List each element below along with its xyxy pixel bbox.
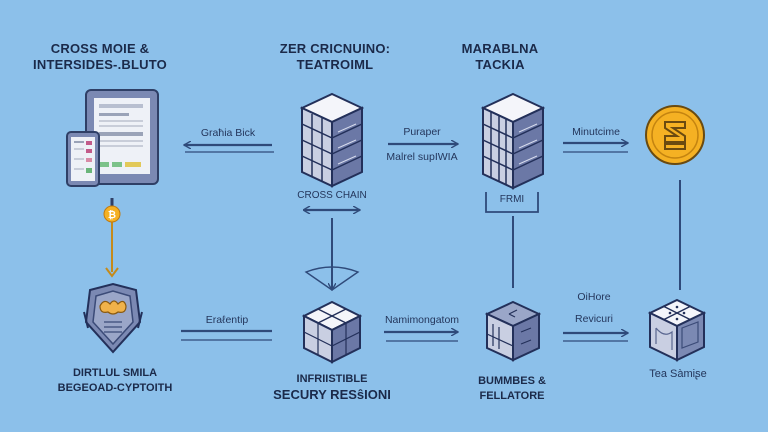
heading-cross-mode: CROSS MOIE & INTERSIDES-.BLUTO [20,41,180,73]
label-revicuri: Revicuri [575,313,613,325]
arrow-minutcime [563,143,628,153]
label-namimongatom: Namimongatom [384,314,460,326]
caption-line: DIRTLUL SMILA [72,367,158,379]
box-cube-icon [485,300,541,362]
label-puraper: Puraper [403,126,441,138]
caption-line: FELLATORE [479,390,545,402]
arrow-graphia-bick [184,145,274,153]
caption-safe: Tea Sàmiʂe [649,368,707,380]
label-eralentip: Eraℓentip [205,314,249,326]
server-tower-icon [481,92,545,190]
server-tower-icon [300,92,364,188]
svg-text:₿: ₿ [108,209,116,221]
label-graphia-bick: Graħia Bick [200,127,256,139]
caption-box: BUMMBES & FELLATORE [462,374,562,404]
caption-line: INFRIISTIBLE [296,373,368,385]
heading-zer-crichnuino: ZER CRICNUINO: TEATROIML [260,41,410,73]
heading-line: CROSS MOIE & [50,41,150,56]
block-cube-icon [302,300,362,364]
caption-line: BEGEOAD-CYPTOITH [57,382,173,394]
heading-line: TEATROIML [296,57,374,72]
bitcoin-coin-icon: ₿ [103,198,121,223]
caption-line: SECURY RESŝIONI [273,387,391,402]
shield-icon [83,282,143,354]
z-token-coin-icon [645,105,705,165]
heading-line: MARABLNA [461,41,539,56]
heading-line: TACKIA [475,57,525,72]
arrow-namimongatom [384,332,458,342]
arrow-revicuri [563,333,628,342]
label-frmi: FRMI [499,194,525,205]
label-oihore: OiHore [577,291,611,303]
heading-line: ZER CRICNUINO: [279,41,391,56]
heading-marablna: MARABLNA TACKIA [440,41,560,73]
tablet-document-icon [66,89,159,187]
caption-line: BUMMBES & [478,375,546,387]
label-cross-chain: CROSS CHAIN [297,190,367,201]
caption-cube: INFRIISTIBLE SECURY RESŝIONI [262,372,402,402]
frmi-bracket [485,192,539,213]
arrow-server-to-cube [304,218,360,290]
label-minutcime: Minutcime [572,126,620,138]
safe-cube-icon [648,298,706,362]
arrow-eralentip [181,329,272,341]
caption-shield: DIRTLUL SMILA BEGEOAD-CYPTOITH [30,366,200,396]
label-malrel: Malrel supIWIA [386,151,458,163]
heading-line: INTERSIDES-.BLUTO [33,57,167,72]
